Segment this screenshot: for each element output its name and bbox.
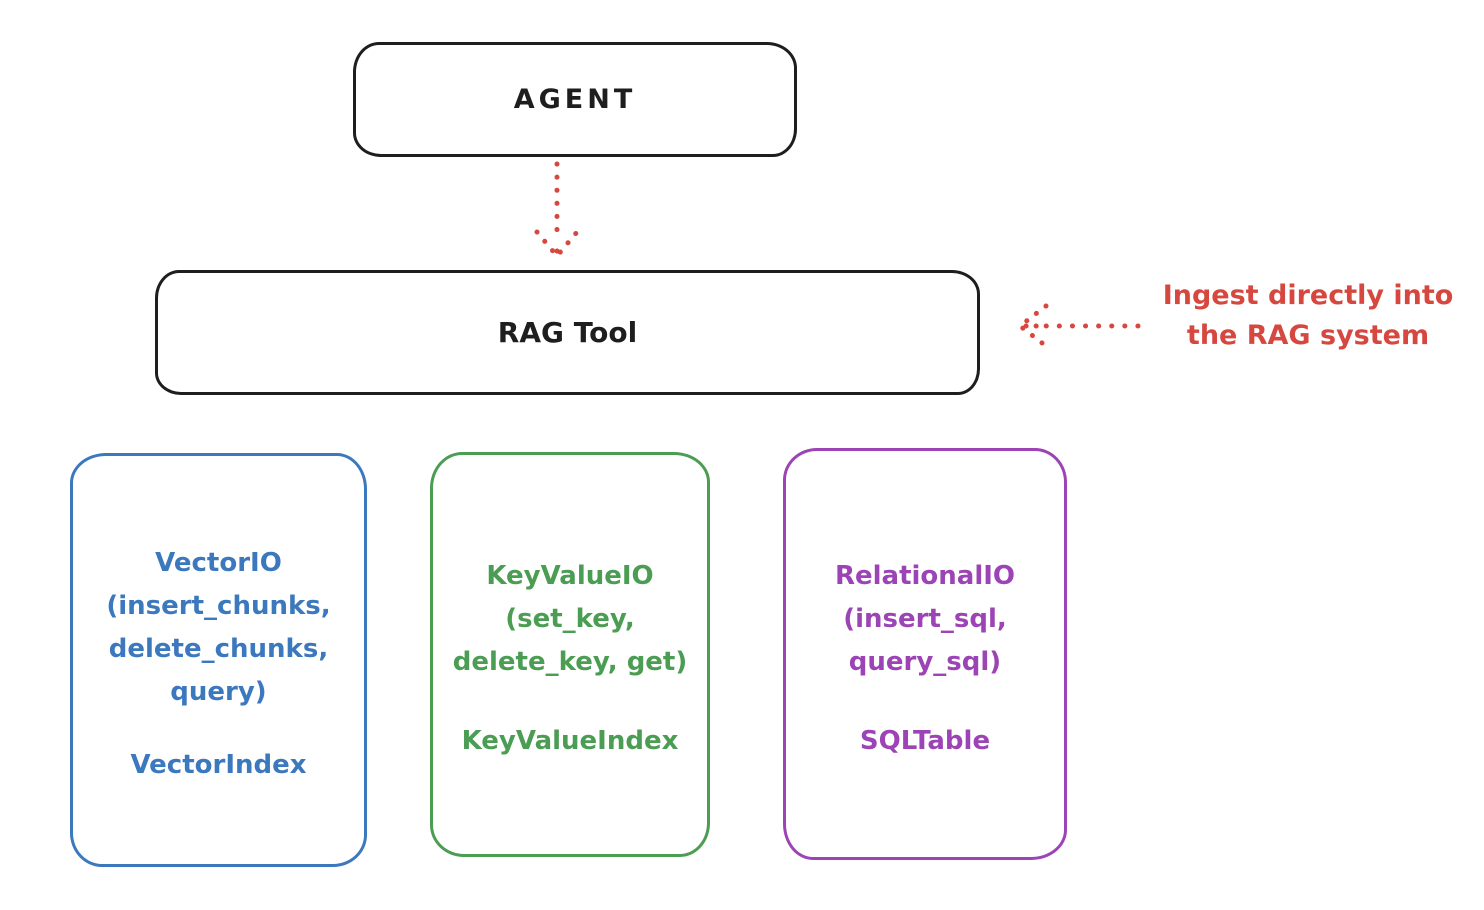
agent-node-label: AGENT xyxy=(513,84,637,115)
rag-tool-node-label: RAG Tool xyxy=(497,316,638,349)
keyvalue-io-signature: KeyValueIO (set_key, delete_key, get) xyxy=(452,561,688,677)
ingest-annotation-line2: the RAG system xyxy=(1186,320,1430,351)
vector-io-signature: VectorIO (insert_chunks, delete_chunks, … xyxy=(106,548,331,707)
backend-relational-io: RelationalIO (insert_sql, query_sql) SQL… xyxy=(783,448,1067,860)
ingest-annotation: Ingest directly into the RAG system xyxy=(1138,276,1478,356)
agent-node: AGENT xyxy=(353,42,797,157)
relational-io-signature: RelationalIO (insert_sql, query_sql) xyxy=(834,561,1016,677)
keyvalue-index-label: KeyValueIndex xyxy=(461,726,679,756)
vector-index-label: VectorIndex xyxy=(130,750,307,780)
backend-keyvalue-io: KeyValueIO (set_key, delete_key, get) Ke… xyxy=(430,452,710,857)
agent-to-rag-arrow xyxy=(534,161,580,263)
rag-tool-node: RAG Tool xyxy=(155,270,980,395)
backend-vector-io: VectorIO (insert_chunks, delete_chunks, … xyxy=(70,453,367,867)
ingest-annotation-arrow xyxy=(1017,303,1141,349)
ingest-annotation-line1: Ingest directly into xyxy=(1162,280,1454,311)
sql-table-label: SQLTable xyxy=(859,726,991,756)
